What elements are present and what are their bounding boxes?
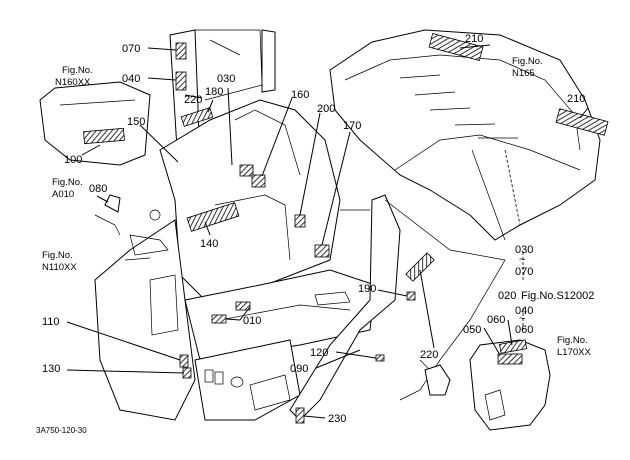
range-tilde-1: ~: [519, 254, 525, 266]
figref-n110-line2: N110XX: [42, 262, 77, 273]
callout-140: 140: [200, 238, 218, 250]
decals: [83, 33, 609, 424]
range-070: 070: [515, 266, 533, 278]
callout-150: 150: [127, 116, 145, 128]
callout-160: 160: [291, 89, 309, 101]
decal-190: [406, 291, 416, 301]
callout-100: 100: [64, 154, 82, 166]
figref-n165-line1: Fig.No.: [512, 56, 543, 67]
callout-230: 230: [328, 413, 346, 425]
cabin-roof: [329, 29, 601, 241]
callout-030: 030: [217, 73, 235, 85]
decal-030: [239, 164, 254, 177]
decal-210-a: [428, 33, 484, 61]
decal-160: [251, 174, 266, 188]
figref-s12002: Fig.No.S12002: [521, 290, 594, 302]
decal-200: [294, 214, 306, 228]
figref-l170-line2: L170XX: [557, 347, 591, 358]
callouts: 070 040 030 220 180 160 200 170 150 100 …: [42, 33, 585, 425]
decal-040: [175, 71, 187, 91]
callout-220-top: 220: [184, 94, 202, 106]
decal-220-top: [180, 107, 214, 127]
callout-110: 110: [42, 316, 60, 328]
range-020: 020: [498, 290, 516, 302]
callout-220-bottom: 220: [420, 349, 438, 361]
decal-010-b: [235, 301, 251, 311]
decal-230: [295, 407, 305, 424]
decal-140: [186, 202, 240, 232]
decal-210-b: [555, 108, 609, 136]
figref-l170-line1: Fig.No.: [557, 335, 588, 346]
callout-010: 010: [243, 315, 261, 327]
range-030: 030: [515, 244, 533, 256]
figref-n165-line2: N165: [512, 68, 535, 79]
callout-040: 040: [122, 73, 140, 85]
callout-090: 090: [290, 363, 308, 375]
decal-010-a: [211, 314, 227, 324]
figref-n160-line2: N160XX: [55, 77, 91, 88]
cabin-frame: [39, 29, 551, 431]
callout-200: 200: [317, 103, 335, 115]
range-040: 040: [515, 305, 533, 317]
callout-070: 070: [122, 43, 140, 55]
drawing-code: 3A750-120-30: [36, 426, 87, 435]
range-tilde-2: ~: [519, 313, 525, 325]
figref-n110-line1: Fig.No.: [42, 250, 73, 261]
callout-180: 180: [205, 86, 223, 98]
callout-060: 060: [487, 314, 505, 326]
callout-210-b: 210: [567, 93, 585, 105]
decal-070: [175, 42, 187, 60]
decal-220-bottom: [405, 252, 435, 282]
figref-n160-line1: Fig.No.: [62, 65, 93, 76]
figure-references: Fig.No. N160XX Fig.No. N165 Fig.No. A010…: [42, 56, 594, 358]
decal-100: [83, 127, 125, 145]
decal-050: [497, 353, 523, 365]
callout-210-a: 210: [465, 33, 483, 45]
decal-170: [314, 244, 330, 258]
callout-190: 190: [358, 283, 376, 295]
callout-120: 120: [310, 347, 328, 359]
leader-lines: [66, 44, 589, 419]
decal-110: [179, 354, 189, 368]
callout-170: 170: [343, 120, 361, 132]
decal-130: [182, 367, 192, 379]
callout-080: 080: [89, 183, 107, 195]
decal-060: [499, 339, 528, 354]
decal-120: [375, 354, 385, 362]
callout-050: 050: [463, 324, 481, 336]
figref-a010-line1: Fig.No.: [52, 177, 83, 188]
figref-a010-line2: A010: [52, 189, 74, 200]
range-060: 060: [515, 324, 533, 336]
callout-130: 130: [42, 363, 60, 375]
